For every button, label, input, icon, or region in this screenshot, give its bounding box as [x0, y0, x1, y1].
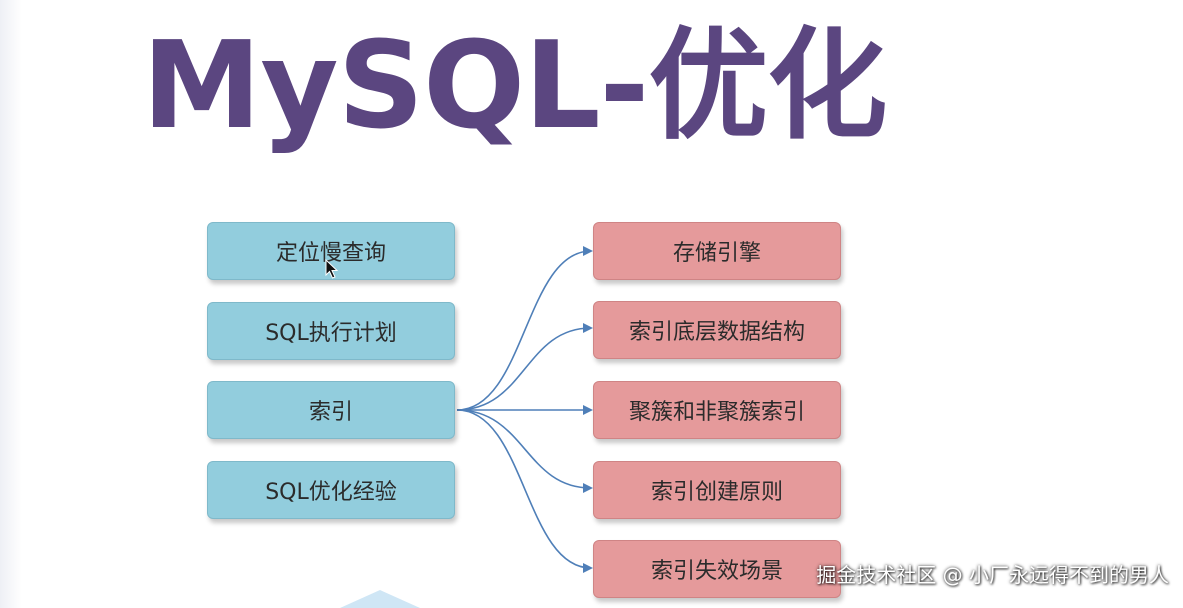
box-label: 定位慢查询 [275, 241, 386, 266]
box-label: 索引底层数据结构 [628, 320, 805, 345]
box-index-data-structure: 索引底层数据结构 [593, 301, 841, 359]
box-label: 索引失效场景 [650, 559, 783, 584]
connector-to-storage-engine [456, 246, 593, 411]
mouse-pointer-icon [325, 259, 339, 279]
decorative-shape-icon [340, 590, 420, 608]
box-index-creation-principles: 索引创建原则 [593, 461, 841, 519]
watermark-text: 掘金技术社区 @ 小厂永远得不到的男人 [816, 563, 1169, 587]
box-label: SQL执行计划 [265, 321, 397, 346]
box-sql-optimization-experience: SQL优化经验 [207, 461, 455, 519]
box-label: 索引创建原则 [650, 480, 783, 505]
box-label: 索引 [308, 400, 353, 425]
slide-title: MySQL-优化 [142, 17, 887, 156]
connector-to-index-structure [456, 323, 593, 411]
box-sql-execution-plan: SQL执行计划 [207, 302, 455, 360]
connector-to-index-failure [456, 409, 593, 573]
box-label: 聚簇和非聚簇索引 [628, 400, 805, 425]
box-clustered-nonclustered-index: 聚簇和非聚簇索引 [593, 381, 841, 439]
box-storage-engine: 存储引擎 [593, 222, 841, 280]
box-label: 存储引擎 [672, 241, 761, 266]
box-locate-slow-query: 定位慢查询 [207, 222, 455, 280]
box-index: 索引 [207, 381, 455, 439]
box-label: SQL优化经验 [265, 480, 397, 505]
connector-to-index-principles [456, 409, 593, 493]
box-index-failure-scenarios: 索引失效场景 [593, 540, 841, 598]
slide-edge-shade [0, 0, 22, 608]
